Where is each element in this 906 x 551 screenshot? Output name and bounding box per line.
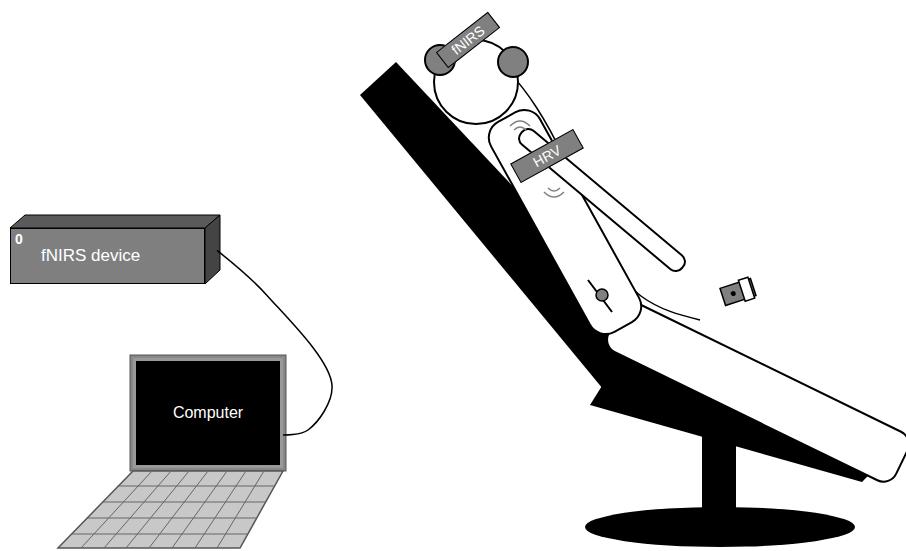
device-box: fNIRS device: [10, 228, 205, 284]
wrist-device: [596, 289, 608, 301]
device-side: [205, 215, 220, 284]
forearm: [588, 280, 612, 312]
laptop-lid: [130, 355, 286, 471]
node-label: Computer: [173, 404, 243, 422]
chair-backrest: [360, 62, 662, 412]
node-label: fNIRS device: [41, 246, 140, 266]
laptop-keyboard: [58, 471, 283, 548]
legs: [602, 298, 906, 487]
earcup: [498, 47, 528, 77]
keyboard-keys: [72, 471, 275, 548]
power-indicator: 0: [15, 231, 23, 247]
computer-screen: Computer: [133, 358, 283, 468]
device-top: [10, 215, 220, 228]
leg-device: [719, 277, 756, 308]
